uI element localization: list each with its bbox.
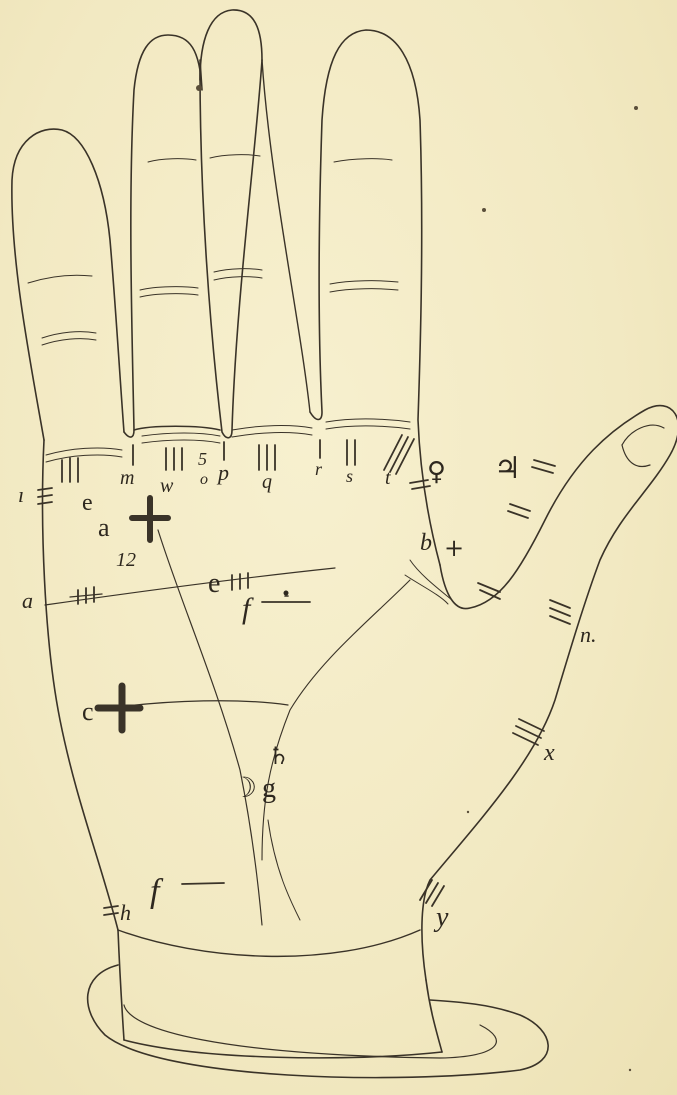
- thumbnail-curve: [622, 425, 664, 445]
- moon-icon: ☽: [232, 771, 257, 804]
- label-n: n.: [580, 622, 597, 647]
- jupiter-icon: ♃: [494, 451, 521, 486]
- middle-finger-outline: [200, 60, 262, 438]
- label-f-top: f: [242, 592, 254, 625]
- thumb-outline: [422, 406, 677, 980]
- wrist-right: [426, 980, 442, 1052]
- sleeve-edge: [124, 1040, 442, 1058]
- finger-creases: [28, 155, 410, 462]
- f-dot-mark: [284, 591, 289, 596]
- thumbnail-lower: [622, 445, 650, 466]
- label-a-left: a: [22, 588, 33, 613]
- label-b: b: [420, 530, 432, 556]
- palm-lines: [45, 530, 452, 925]
- palm-fold: [268, 820, 300, 920]
- finger-base-curve: [134, 426, 220, 430]
- index-finger-outline: [310, 30, 440, 565]
- wrist-fold: [118, 930, 420, 956]
- saturn-icon: ♄: [268, 742, 290, 770]
- label-x: x: [543, 740, 555, 766]
- label-q: q: [262, 471, 272, 493]
- label-e-left: e: [82, 490, 93, 516]
- label-i: ı: [18, 482, 24, 507]
- label-m: m: [120, 467, 134, 489]
- label-w: w: [160, 475, 174, 497]
- cross-a-icon: [132, 498, 168, 540]
- label-g: g: [262, 773, 276, 804]
- label-t: t: [385, 467, 391, 489]
- label-e-mid: e: [208, 568, 220, 599]
- cross-c-icon: [98, 686, 140, 730]
- label-r: r: [315, 459, 323, 479]
- crosses: [98, 498, 289, 730]
- label-s: s: [346, 466, 353, 486]
- label-o: o: [200, 471, 208, 488]
- label-twelve: 12: [116, 549, 136, 571]
- middle-right-edge: [262, 60, 310, 412]
- little-finger-outline: [12, 129, 124, 440]
- thumb-creases: [405, 560, 452, 604]
- label-c: c: [82, 697, 94, 726]
- label-f-bottom: f: [150, 873, 164, 910]
- venus-icon: ♀: [427, 457, 446, 487]
- label-five: 5: [198, 449, 207, 469]
- astro-symbols: ♀ ♃ ♄ ☽ +: [232, 451, 521, 804]
- wrist-left: [118, 930, 124, 1040]
- hand-outline: [12, 10, 677, 1078]
- tick-marks: [38, 435, 570, 915]
- cuff-ring-outer: [88, 965, 549, 1078]
- life-line: [262, 580, 410, 860]
- label-h: h: [120, 900, 131, 925]
- label-y: y: [433, 902, 449, 933]
- text-labels: a a b c e e f f g h ı m n. o p q r s t w…: [18, 449, 597, 933]
- ring-finger-outline: [124, 35, 202, 437]
- label-a-cross: a: [98, 513, 110, 542]
- small-cross-icon: +: [444, 534, 464, 562]
- label-p: p: [216, 460, 229, 485]
- middle-finger-top: [200, 10, 262, 80]
- heart-line: [45, 568, 335, 605]
